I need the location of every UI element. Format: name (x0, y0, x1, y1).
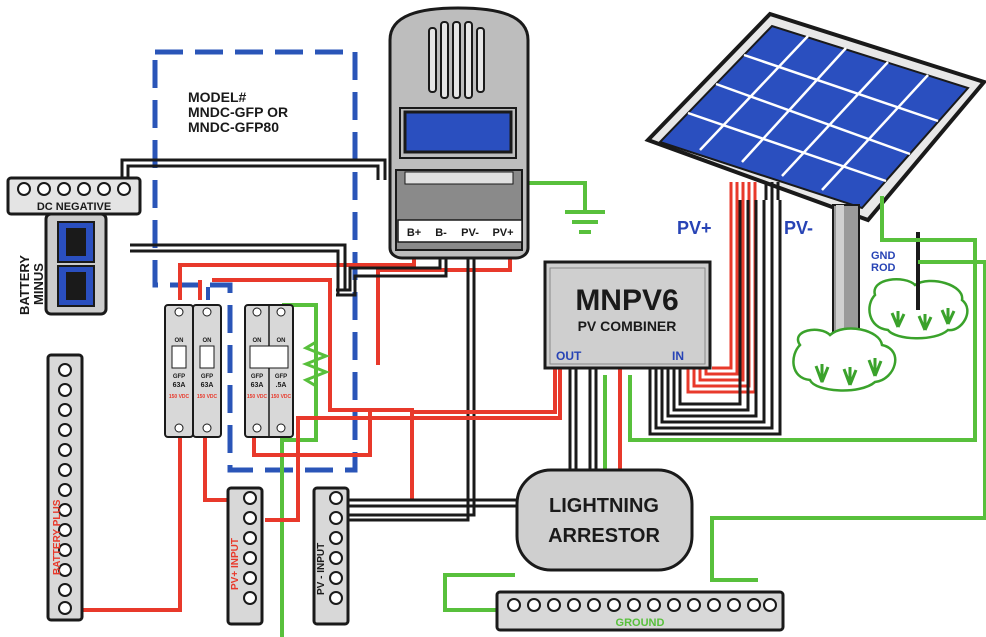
terminal-b-minus: B- (435, 227, 447, 239)
breaker-3-on: ON (253, 338, 262, 344)
breaker-3-rating: 63A (251, 382, 264, 389)
model-line-1: MODEL# (188, 89, 247, 105)
arrestor-line-1: LIGHTNING (549, 495, 659, 517)
breaker-2-gfp: GFP (201, 374, 213, 380)
dc-negative-label: DC NEGATIVE (37, 201, 111, 213)
battery-minus-block: BATTERY MINUS (17, 212, 108, 316)
pv-minus-input-bus: PV - INPUT (312, 486, 350, 626)
combiner-red-out (265, 368, 622, 522)
ground-wires (280, 181, 986, 637)
dc-negative-bus: DC NEGATIVE (6, 176, 142, 216)
pv-minus-label: PV- (784, 218, 813, 238)
breaker-4-on: ON (277, 338, 286, 344)
gfp-breaker-pair: ON GFP 63A 150 VDC ON GFP .5A 150 VDC (244, 304, 294, 438)
breaker-1: ON GFP 63A 150 VDC (164, 304, 194, 438)
pole-grass (792, 327, 897, 392)
pv-minus-input-label: PV - INPUT (316, 543, 327, 595)
breaker-2-vdc: 150 VDC (197, 394, 218, 400)
panel-grid (687, 35, 939, 191)
pv-plus-input-label: PV+ INPUT (230, 538, 241, 590)
pv-plus-label: PV+ (677, 218, 712, 238)
model-line-2: MNDC-GFP OR (188, 104, 288, 120)
gfp-resistor (301, 330, 331, 398)
breaker-2-rating: 63A (201, 382, 214, 389)
breaker-2: ON GFP 63A 150 VDC (192, 304, 222, 438)
pv-combiner: MNPV6 PV COMBINER OUT IN (543, 260, 712, 370)
lightning-arrestor: LIGHTNING ARRESTOR (515, 468, 694, 572)
pv-plus-input-bus: PV+ INPUT (226, 486, 264, 626)
battery-plus-label: BATTERY PLUS (52, 499, 63, 575)
terminal-b-plus: B+ (407, 227, 421, 239)
battery-minus-label-2: MINUS (31, 263, 46, 305)
solar-panel (644, 11, 986, 223)
breaker-1-rating: 63A (173, 382, 186, 389)
breaker-1-gfp: GFP (173, 374, 185, 380)
terminal-pv-minus: PV- (461, 227, 479, 239)
battery-minus-label-1: BATTERY (17, 255, 32, 315)
breaker-2-on: ON (203, 338, 212, 344)
terminal-pv-plus: PV+ (492, 227, 513, 239)
controller-display (403, 110, 513, 154)
combiner-subtitle: PV COMBINER (578, 318, 677, 334)
breaker-3-vdc: 150 VDC (247, 394, 268, 400)
enclosure-outline (152, 49, 358, 473)
ground-bus: GROUND (495, 590, 785, 632)
combiner-in-label: IN (672, 349, 684, 363)
ground-bus-label: GROUND (616, 617, 665, 629)
combiner-out-label: OUT (556, 349, 582, 363)
gnd-rod-label-2: ROD (871, 262, 896, 274)
gnd-rod-label-1: GND (871, 250, 896, 262)
controller-black-wires (120, 158, 476, 522)
breaker-4-vdc: 150 VDC (271, 394, 292, 400)
breaker-4-gfp: GFP (275, 374, 287, 380)
arrestor-line-2: ARRESTOR (548, 525, 660, 547)
ground-symbol (565, 200, 605, 234)
breaker-1-vdc: 150 VDC (169, 394, 190, 400)
combiner-title: MNPV6 (575, 284, 678, 317)
battery-plus-bus: BATTERY PLUS (46, 353, 84, 622)
breaker-1-on: ON (175, 338, 184, 344)
breaker-bank: ON GFP 63A 150 VDC ON GFP 63A 150 VDC ON… (164, 304, 294, 438)
breaker-4-rating: .5A (276, 382, 287, 389)
controller-vents (428, 21, 485, 99)
charge-controller: B+ B- PV- PV+ (388, 6, 530, 260)
pv-negative-bundle (648, 200, 782, 436)
breaker-3-gfp: GFP (251, 374, 263, 380)
model-line-3: MNDC-GFP80 (188, 119, 279, 135)
